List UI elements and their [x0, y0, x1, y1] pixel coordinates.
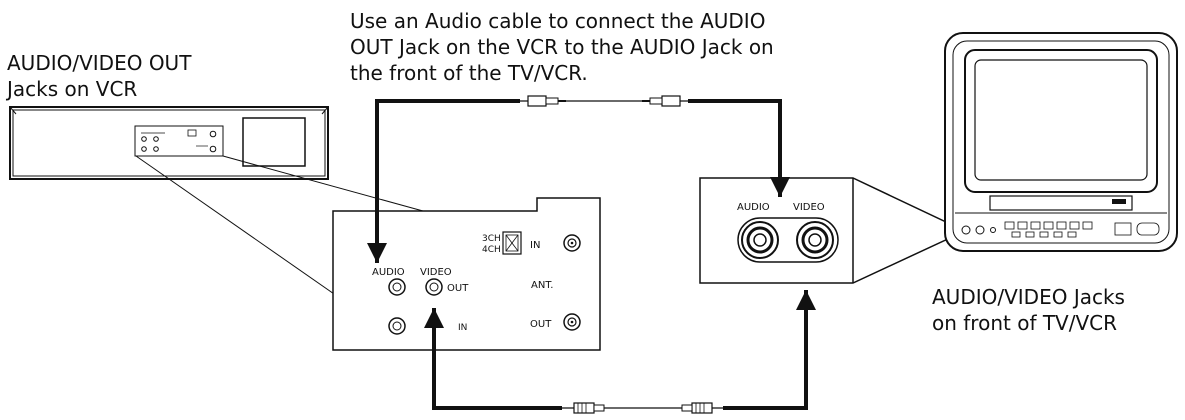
tv-audio-label: AUDIO: [737, 202, 770, 213]
tv-video-label: VIDEO: [793, 202, 825, 213]
ant-label: ANT.: [531, 280, 553, 291]
tv-vcr-unit: [944, 32, 1178, 252]
audio-cable: [367, 95, 790, 263]
ant-out-jack: [563, 313, 581, 331]
audio-cable-left-plug-icon: [527, 95, 566, 107]
vcr-video-out-jack: [425, 278, 443, 296]
cassette-slot: [989, 195, 1133, 211]
tv-jacks-caption: AUDIO/VIDEO Jacks on front of TV/VCR: [932, 284, 1125, 336]
video-cable-left-plug-icon: [573, 402, 605, 414]
vcr-caption-line-1: AUDIO/VIDEO OUT: [7, 51, 192, 75]
ant-out-label: OUT: [530, 319, 552, 330]
vcr-mini-jacks-icon: [141, 129, 217, 153]
tv-screen: [974, 59, 1148, 181]
audio-cable-right-plug-icon: [642, 95, 681, 107]
instruction-line-1: Use an Audio cable to connect the AUDIO: [350, 9, 766, 33]
ant-in-label: IN: [530, 240, 540, 251]
vcr-rear-panel: AUDIO VIDEO OUT IN 3CH 4CH IN ANT. OUT: [332, 197, 601, 351]
tv-video-jack: [796, 221, 834, 259]
instruction-line-3: the front of the TV/VCR.: [350, 61, 588, 85]
tv-caption-line-2: on front of TV/VCR: [932, 311, 1118, 335]
tv-caption-line-1: AUDIO/VIDEO Jacks: [932, 285, 1125, 309]
ch4-label: 4CH: [482, 245, 501, 255]
channel-switch-icon: [502, 231, 522, 255]
vcr-out-label: OUT: [447, 283, 469, 294]
vcr-in-label: IN: [458, 323, 467, 333]
vcr-in-jack: [388, 317, 406, 335]
vcr-video-label: VIDEO: [420, 267, 452, 278]
tv-front-controls-icon: [961, 221, 1160, 238]
instruction-caption: Use an Audio cable to connect the AUDIO …: [350, 8, 774, 86]
tv-jack-panel: AUDIO VIDEO: [699, 177, 967, 284]
vcr-caption-line-2: Jacks on VCR: [7, 77, 138, 101]
video-cable-right-plug-icon: [681, 402, 713, 414]
instruction-line-2: OUT Jack on the VCR to the AUDIO Jack on: [350, 35, 774, 59]
vcr-audio-label: AUDIO: [372, 267, 405, 278]
vcr-audio-out-jack: [388, 278, 406, 296]
vcr-jacks-caption: AUDIO/VIDEO OUT Jacks on VCR: [7, 50, 191, 102]
video-cable: [424, 290, 816, 414]
ch3-label: 3CH: [482, 234, 501, 244]
tv-audio-jack: [741, 221, 779, 259]
ant-in-jack: [563, 234, 581, 252]
vcr-unit: [9, 106, 329, 180]
